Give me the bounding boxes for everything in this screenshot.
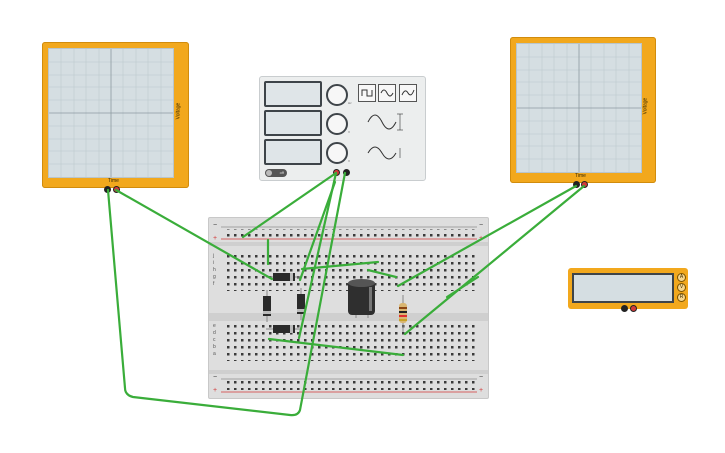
frequency-knob-label: Hz bbox=[348, 101, 352, 105]
row-letter: a bbox=[213, 351, 216, 357]
row-letter: e bbox=[213, 323, 216, 329]
top-rail-minus-label: − bbox=[213, 222, 218, 229]
diode-top[interactable] bbox=[266, 273, 302, 281]
oscilloscope-right-terminal-red[interactable] bbox=[581, 181, 588, 188]
square-wave-icon bbox=[361, 89, 373, 97]
oscilloscope-right-terminal-black[interactable] bbox=[573, 181, 580, 188]
row-letter: c bbox=[213, 337, 216, 343]
row-letter: d bbox=[213, 330, 216, 336]
bottom-rail-plus-label: + bbox=[213, 387, 218, 394]
amplitude-knob[interactable] bbox=[326, 113, 348, 135]
row-letter: j bbox=[213, 253, 215, 259]
square-wave-button[interactable] bbox=[358, 84, 376, 102]
oscilloscope-left-screen bbox=[48, 48, 174, 178]
wire-scope-left-red-to-board bbox=[114, 188, 274, 281]
sine-wave-button[interactable] bbox=[378, 84, 396, 102]
oscilloscope-right-time-label: Time bbox=[575, 173, 586, 179]
diode-right-vertical[interactable] bbox=[297, 288, 305, 320]
wire-bottom-diode-to-row bbox=[267, 337, 405, 357]
row-letter: h bbox=[213, 267, 216, 273]
diode-left-vertical[interactable] bbox=[263, 290, 271, 322]
multimeter[interactable]: A V R bbox=[568, 268, 688, 312]
wire-cap-to-resistor bbox=[366, 268, 398, 279]
oscilloscope-left-time-label: Time bbox=[108, 178, 119, 184]
top-rail-plus-label: + bbox=[213, 235, 218, 242]
row-letter: f bbox=[213, 281, 215, 287]
row-letter: b bbox=[213, 344, 216, 350]
wire-fg-to-bottom-loop bbox=[106, 171, 347, 417]
frequency-display bbox=[264, 81, 322, 107]
wire-fg-black-to-diode bbox=[298, 180, 337, 282]
offset-knob-label: V bbox=[348, 159, 351, 163]
offset-display bbox=[264, 139, 322, 165]
oscilloscope-right-grid bbox=[517, 44, 641, 172]
frequency-knob[interactable] bbox=[326, 84, 348, 106]
row-letters-top: j i h g f bbox=[213, 253, 216, 288]
bottom-right-rail-plus-label: + bbox=[479, 387, 484, 394]
row-letters-bottom: e d c b a bbox=[213, 323, 216, 358]
oscilloscope-right-screen bbox=[516, 43, 642, 173]
wire-scope-right-to-lower bbox=[403, 184, 586, 336]
amplitude-knob-label: V bbox=[348, 130, 351, 134]
row-letter: g bbox=[213, 274, 216, 280]
multimeter-display bbox=[572, 273, 674, 303]
wire-scope-right-to-resistor bbox=[396, 184, 578, 288]
power-toggle[interactable]: off bbox=[265, 169, 287, 177]
offset-wave-illustration bbox=[367, 146, 401, 160]
bottom-right-rail-minus-label: − bbox=[479, 374, 484, 381]
triangle-wave-button[interactable] bbox=[399, 84, 417, 102]
multimeter-ammeter-button[interactable]: A bbox=[677, 273, 686, 282]
offset-knob[interactable] bbox=[326, 142, 348, 164]
amplitude-display bbox=[264, 110, 322, 136]
power-toggle-knob bbox=[266, 170, 272, 176]
wires[interactable] bbox=[106, 171, 586, 417]
multimeter-voltmeter-button[interactable]: V bbox=[677, 283, 686, 292]
function-generator-terminal-black[interactable] bbox=[343, 169, 350, 176]
wire-fg-to-rail bbox=[241, 171, 338, 239]
bottom-rail-minus-label: − bbox=[213, 374, 218, 381]
row-letter: i bbox=[213, 260, 215, 266]
wire-resistor-to-bb-right bbox=[445, 275, 480, 299]
diode-bottom[interactable] bbox=[266, 325, 302, 333]
sine-wave-icon bbox=[380, 89, 394, 97]
power-toggle-label: off bbox=[279, 170, 284, 175]
amplitude-wave-illustration bbox=[367, 113, 403, 131]
oscilloscope-left[interactable]: Time Voltage bbox=[42, 42, 189, 193]
function-generator[interactable]: Hz V V off bbox=[259, 76, 426, 181]
multimeter-terminal-red[interactable] bbox=[630, 305, 637, 312]
top-right-rail-minus-label: − bbox=[479, 222, 484, 229]
multimeter-terminal-black[interactable] bbox=[621, 305, 628, 312]
oscilloscope-right[interactable]: Time Voltage bbox=[510, 37, 656, 188]
oscilloscope-left-grid bbox=[49, 49, 173, 177]
triangle-wave-icon bbox=[401, 89, 415, 96]
electrolytic-capacitor[interactable] bbox=[348, 279, 375, 318]
resistor[interactable] bbox=[399, 295, 407, 332]
multimeter-ohmmeter-button[interactable]: R bbox=[677, 293, 686, 302]
breadboard-surface bbox=[209, 226, 488, 393]
wire-fg-to-diode bbox=[297, 171, 338, 340]
wire-diode-to-cap bbox=[300, 260, 380, 271]
